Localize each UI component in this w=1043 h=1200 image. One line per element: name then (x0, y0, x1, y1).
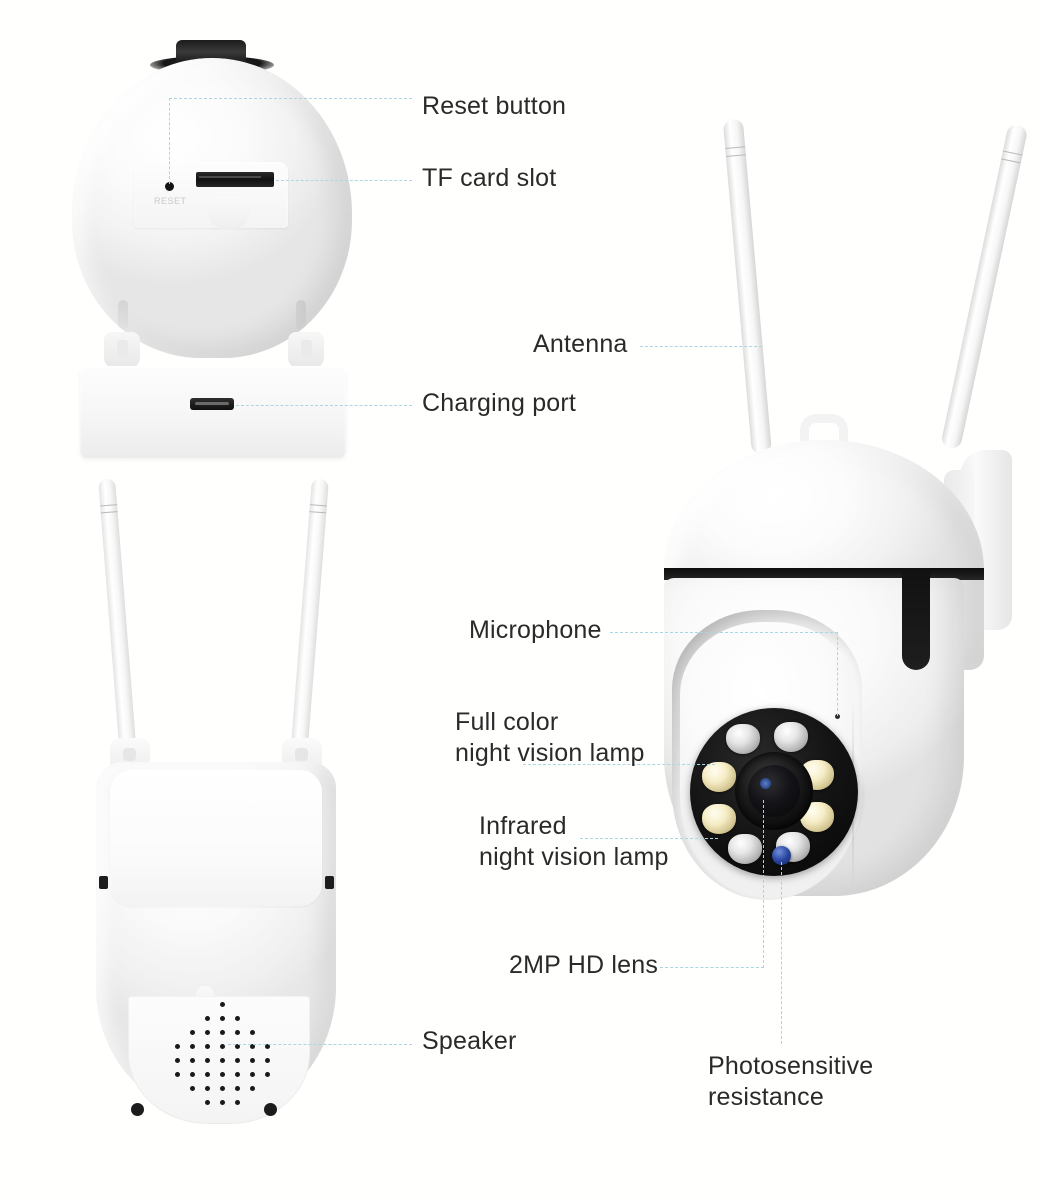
speaker-grille-hole (205, 1016, 210, 1021)
tf-card-slot-gap (199, 176, 261, 178)
speaker-grille-hole (250, 1086, 255, 1091)
reset-button-hole[interactable] (165, 182, 174, 191)
leader-full-color-lamp (523, 764, 715, 765)
screw-left (131, 1103, 144, 1116)
speaker-grille-hole (190, 1058, 195, 1063)
antenna-left-rear (98, 478, 137, 759)
speaker-grille-hole (250, 1030, 255, 1035)
antenna-left-main (722, 118, 772, 455)
callout-reset-button: Reset button (422, 92, 567, 120)
callout-photosensitive: Photosensitive resistance (708, 1052, 874, 1111)
speaker-grille-hole (220, 1072, 225, 1077)
speaker-grille-hole (205, 1044, 210, 1049)
leader-lens-vertical (763, 800, 764, 968)
callout-microphone: Microphone (469, 616, 602, 644)
speaker-grille (160, 998, 280, 1110)
speaker-grille-hole (190, 1072, 195, 1077)
panel-knob (208, 196, 250, 230)
callout-antenna: Antenna (533, 330, 628, 358)
speaker-grille-hole (205, 1058, 210, 1063)
speaker-grille-hole (250, 1072, 255, 1077)
leader-microphone-horizontal (610, 632, 838, 633)
camera-base-block (80, 366, 346, 458)
speaker-grille-hole (205, 1072, 210, 1077)
speaker-grille-hole (235, 1086, 240, 1091)
speaker-grille-hole (175, 1072, 180, 1077)
rear-bracket-plate (110, 770, 322, 906)
led-infrared-bottom-left (728, 834, 762, 864)
rear-tab-left (99, 876, 108, 889)
leader-tf-card (276, 180, 412, 181)
speaker-grille-hole (175, 1044, 180, 1049)
lens-glass (748, 765, 800, 817)
speaker-grille-hole (205, 1100, 210, 1105)
speaker-grille-hole (235, 1016, 240, 1021)
trim-band-notch (902, 568, 930, 670)
tf-card-slot-opening[interactable] (196, 172, 274, 187)
speaker-grille-hole (220, 1100, 225, 1105)
speaker-grille-hole (235, 1030, 240, 1035)
speaker-grille-hole (220, 1016, 225, 1021)
speaker-grille-hole (190, 1044, 195, 1049)
speaker-grille-hole (175, 1058, 180, 1063)
dome-notch-left (118, 300, 128, 330)
speaker-grille-hole (205, 1030, 210, 1035)
speaker-grille-hole (220, 1030, 225, 1035)
leader-charging-port (236, 405, 412, 406)
antenna-hinge-right-detail (295, 748, 308, 761)
microphone-pinhole (835, 714, 840, 719)
speaker-grille-hole (235, 1072, 240, 1077)
leader-antenna (640, 346, 762, 347)
callout-infrared-lamp: Infrared night vision lamp (479, 812, 669, 871)
charging-port-inner (195, 402, 229, 405)
screw-right (264, 1103, 277, 1116)
photosensitive-resistor (772, 846, 791, 865)
callout-charging-port: Charging port (422, 389, 577, 417)
speaker-grille-hole (235, 1100, 240, 1105)
hanging-hook (800, 414, 848, 457)
reset-marking-label: RESET (154, 196, 187, 206)
speaker-hatch (128, 996, 310, 1124)
leader-lens-horizontal (660, 967, 764, 968)
speaker-grille-hole (220, 1058, 225, 1063)
speaker-grille-hole (235, 1058, 240, 1063)
speaker-grille-hole (220, 1002, 225, 1007)
speaker-grille-hole (250, 1058, 255, 1063)
led-fullcolor-left-lower (702, 804, 736, 834)
leader-infrared-lamp (580, 838, 718, 839)
lens-glint (760, 778, 771, 789)
speaker-grille-hole (250, 1044, 255, 1049)
callout-lens: 2MP HD lens (509, 951, 659, 979)
speaker-grille-hole (220, 1086, 225, 1091)
callout-full-color-lamp: Full color night vision lamp (455, 708, 645, 767)
leader-reset-vertical (169, 98, 170, 184)
led-infrared-top-right (774, 722, 808, 752)
speaker-grille-hole (265, 1072, 270, 1077)
speaker-grille-hole (205, 1086, 210, 1091)
led-fullcolor-left-upper (702, 762, 736, 792)
mount-ear-left-detail (117, 340, 128, 356)
callout-speaker: Speaker (422, 1027, 517, 1055)
speaker-grille-hole (190, 1030, 195, 1035)
speaker-grille-hole (235, 1044, 240, 1049)
callout-tf-card-slot: TF card slot (422, 164, 557, 192)
led-infrared-top-left (726, 724, 760, 754)
antenna-right-rear (290, 478, 329, 759)
dome-notch-right (296, 300, 306, 330)
mount-ear-right-detail (301, 340, 312, 356)
leader-microphone-vertical (837, 632, 838, 716)
leader-reset-horizontal (169, 98, 412, 99)
speaker-grille-hole (265, 1058, 270, 1063)
antenna-right-main (940, 123, 1029, 451)
antenna-hinge-left-detail (123, 748, 136, 761)
speaker-grille-hole (265, 1044, 270, 1049)
speaker-grille-hole (190, 1086, 195, 1091)
speaker-grille-hole (220, 1044, 225, 1049)
leader-photosensitive (781, 862, 782, 1044)
leader-speaker (228, 1044, 412, 1045)
rear-tab-right (325, 876, 334, 889)
